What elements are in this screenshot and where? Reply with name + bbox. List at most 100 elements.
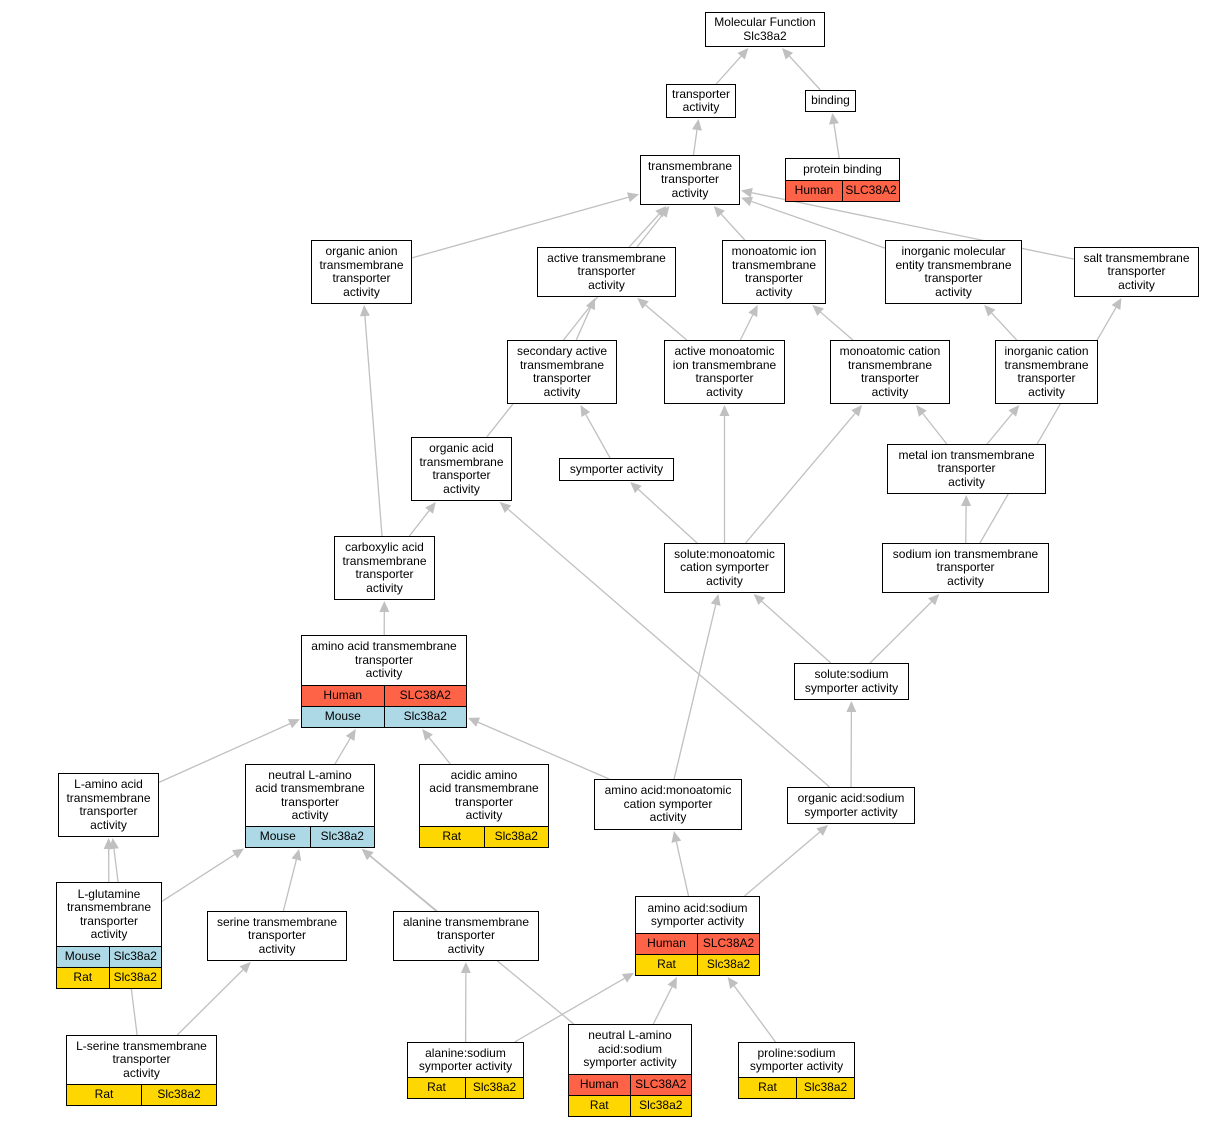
node-symporter-activity[interactable]: symporter activity — [559, 458, 674, 481]
node-label: alanine:sodium symporter activity — [418, 1045, 513, 1073]
arrowhead-secondary_active-to-active_tm — [585, 298, 596, 311]
species-cell: Rat — [73, 970, 93, 985]
annotation-row-rat: Rat Slc38a2 — [57, 967, 161, 988]
node-organic-acid-transmembrane-transporter-activity[interactable]: organic acid transmembrane transporter a… — [411, 437, 512, 501]
arrowhead-inorganic_molecular-to-tm_transporter — [741, 196, 754, 207]
edge-aa_sodium-to-organic_acid_sodium — [744, 831, 821, 897]
node-l-amino-acid-transmembrane-transporter-activity[interactable]: L-amino acid transmembrane transporter a… — [58, 773, 159, 837]
node-inorganic-cation-transmembrane-transporter-activity[interactable]: inorganic cation transmembrane transport… — [995, 340, 1098, 404]
node-label: carboxylic acid transmembrane transporte… — [342, 540, 427, 595]
node-label: Molecular Function Slc38a2 — [714, 15, 816, 43]
species-cell: Human — [323, 688, 363, 703]
edge-secondary_active-to-active_tm — [575, 307, 592, 341]
gene-cell: Slc38a2 — [108, 968, 162, 988]
gene-cell: Slc38a2 — [483, 827, 549, 847]
node-solute-monoatomic-cation-symporter-activity[interactable]: solute:monoatomic cation symporter activ… — [664, 543, 785, 593]
node-neutral-l-amino-acid-sodium-symporter-activity[interactable]: neutral L-amino acid:sodium symporter ac… — [568, 1024, 692, 1117]
arrowhead-aa_sodium-to-aa_monoatomic — [671, 831, 682, 843]
edge-transporter-to-mf — [715, 55, 742, 85]
arrowhead-amino_acid_tm-to-carboxylic_acid — [379, 601, 390, 613]
gene-cell: Slc38a2 — [383, 707, 467, 727]
node-solute-sodium-symporter-activity[interactable]: solute:sodium symporter activity — [794, 663, 909, 700]
arrowhead-sodium_ion-to-salt_tm — [1111, 298, 1122, 311]
node-label: L-amino acid transmembrane transporter a… — [66, 777, 151, 832]
edge-l_serine-to-serine_tm — [176, 969, 244, 1036]
species-cell: Mouse — [259, 829, 296, 844]
arrowhead-carboxylic_acid-to-organic_anion — [359, 305, 370, 317]
edge-monoatomic_cation-to-monoatomic_ion — [820, 311, 854, 341]
node-binding[interactable]: binding — [805, 90, 856, 112]
gene-cell: Slc38a2 — [108, 947, 162, 967]
annotation-row-rat: Rat Slc38a2 — [636, 954, 759, 975]
arrowhead-organic_anion-to-tm_transporter — [627, 192, 639, 203]
arrowhead-alanine_sodium-to-aa_sodium — [621, 972, 634, 983]
arrowhead-salt_tm-to-tm_transporter — [741, 187, 753, 198]
edge-solute_sodium-to-solute_monoatomic — [761, 600, 832, 664]
edge-neutral_l_amino_sodium-to-aa_sodium — [652, 986, 673, 1025]
gene-cell: SLC38A2 — [842, 181, 899, 201]
arrowhead-aa_monoatomic-to-amino_acid_tm — [468, 717, 481, 727]
node-molecular-function[interactable]: Molecular Function Slc38a2 — [705, 12, 825, 47]
species-cell: Mouse — [64, 949, 101, 964]
arrowhead-solute_monoatomic-to-monoatomic_cation — [851, 405, 863, 417]
node-carboxylic-acid-transmembrane-transporter-activity[interactable]: carboxylic acid transmembrane transporte… — [334, 536, 435, 600]
node-label: amino acid:sodium symporter activity — [647, 900, 748, 928]
node-serine-transmembrane-transporter-activity[interactable]: serine transmembrane transporter activit… — [207, 911, 347, 961]
node-active-transmembrane-transporter-activity[interactable]: active transmembrane transporter activit… — [537, 247, 676, 297]
node-metal-ion-transmembrane-transporter-activity[interactable]: metal ion transmembrane transporter acti… — [887, 444, 1046, 494]
edge-active_monoatomic-to-monoatomic_ion — [739, 314, 754, 341]
arrowhead-carboxylic_acid-to-organic_acid — [425, 502, 436, 514]
node-active-monoatomic-ion-transmembrane-transporter-activity[interactable]: active monoatomic ion transmembrane tran… — [664, 340, 785, 404]
node-organic-anion-transmembrane-transporter-activity[interactable]: organic anion transmembrane transporter … — [311, 240, 412, 304]
node-label: active transmembrane transporter activit… — [547, 250, 666, 292]
arrowhead-neutral_l_amino_sodium-to-aa_sodium — [667, 977, 677, 990]
node-l-glutamine-transmembrane-transporter-activity[interactable]: L-glutamine transmembrane transporter ac… — [56, 882, 162, 989]
node-label: transmembrane transporter activity — [647, 158, 733, 200]
node-l-serine-transmembrane-transporter-activity[interactable]: L-serine transmembrane transporter activ… — [66, 1035, 217, 1106]
node-amino-acid-monoatomic-cation-symporter-activity[interactable]: amino acid:monoatomic cation symporter a… — [594, 779, 742, 830]
node-monoatomic-ion-transmembrane-transporter-activity[interactable]: monoatomic ion transmembrane transporter… — [722, 240, 826, 304]
node-sodium-ion-transmembrane-transporter-activity[interactable]: sodium ion transmembrane transporter act… — [882, 543, 1049, 593]
node-label: organic acid transmembrane transporter a… — [419, 441, 504, 496]
node-amino-acid-transmembrane-transporter-activity[interactable]: amino acid transmembrane transporter act… — [301, 635, 467, 728]
species-cell: Rat — [589, 1098, 609, 1113]
arrowhead-monoatomic_cation-to-monoatomic_ion — [812, 305, 824, 316]
node-label: monoatomic ion transmembrane transporter… — [731, 244, 817, 299]
node-transmembrane-transporter-activity[interactable]: transmembrane transporter activity — [640, 155, 740, 205]
node-organic-acid-sodium-symporter-activity[interactable]: organic acid:sodium symporter activity — [787, 787, 915, 824]
node-label: inorganic cation transmembrane transport… — [1004, 344, 1089, 399]
arrowhead-acidic_amino-to-amino_acid_tm — [422, 729, 433, 741]
edge-protein_binding-to-binding — [833, 123, 840, 159]
gene-cell: Slc38a2 — [629, 1096, 692, 1116]
node-label: protein binding — [803, 161, 882, 176]
gene-cell: Slc38a2 — [141, 1085, 216, 1105]
gene-cell: Slc38a2 — [697, 955, 759, 975]
edge-l_amino_acid-to-amino_acid_tm — [158, 723, 291, 783]
arrowhead-l_glutamine-to-neutral_l_amino — [232, 848, 244, 859]
arrowhead-binding-to-mf — [781, 48, 794, 60]
node-transporter-activity[interactable]: transporter activity — [666, 84, 736, 118]
node-acidic-amino-acid-transmembrane-transporter-activity[interactable]: acidic amino acid transmembrane transpor… — [419, 764, 549, 848]
node-inorganic-molecular-entity-transmembrane-transporter-activity[interactable]: inorganic molecular entity transmembrane… — [885, 240, 1022, 304]
arrowhead-metal_ion-to-monoatomic_cation — [916, 405, 927, 417]
node-monoatomic-cation-transmembrane-transporter-activity[interactable]: monoatomic cation transmembrane transpor… — [830, 340, 950, 404]
node-secondary-active-transmembrane-transporter-activity[interactable]: secondary active transmembrane transport… — [507, 340, 617, 404]
node-alanine-transmembrane-transporter-activity[interactable]: alanine transmembrane transporter activi… — [393, 911, 539, 961]
node-neutral-l-amino-acid-transmembrane-transporter-activity[interactable]: neutral L-amino acid transmembrane trans… — [245, 764, 375, 848]
node-label: binding — [811, 93, 850, 108]
edge-binding-to-mf — [788, 55, 821, 91]
arrowhead-serine_tm-to-neutral_l_amino — [291, 849, 302, 861]
arrowhead-l_serine-to-serine_tm — [239, 962, 251, 974]
edge-aa_sodium-to-aa_monoatomic — [675, 841, 690, 897]
edge-solute_sodium-to-sodium_ion — [869, 601, 933, 664]
species-cell: Rat — [427, 1080, 446, 1095]
node-salt-transmembrane-transporter-activity[interactable]: salt transmembrane transporter activity — [1074, 247, 1199, 297]
species-cell: Rat — [657, 957, 676, 972]
